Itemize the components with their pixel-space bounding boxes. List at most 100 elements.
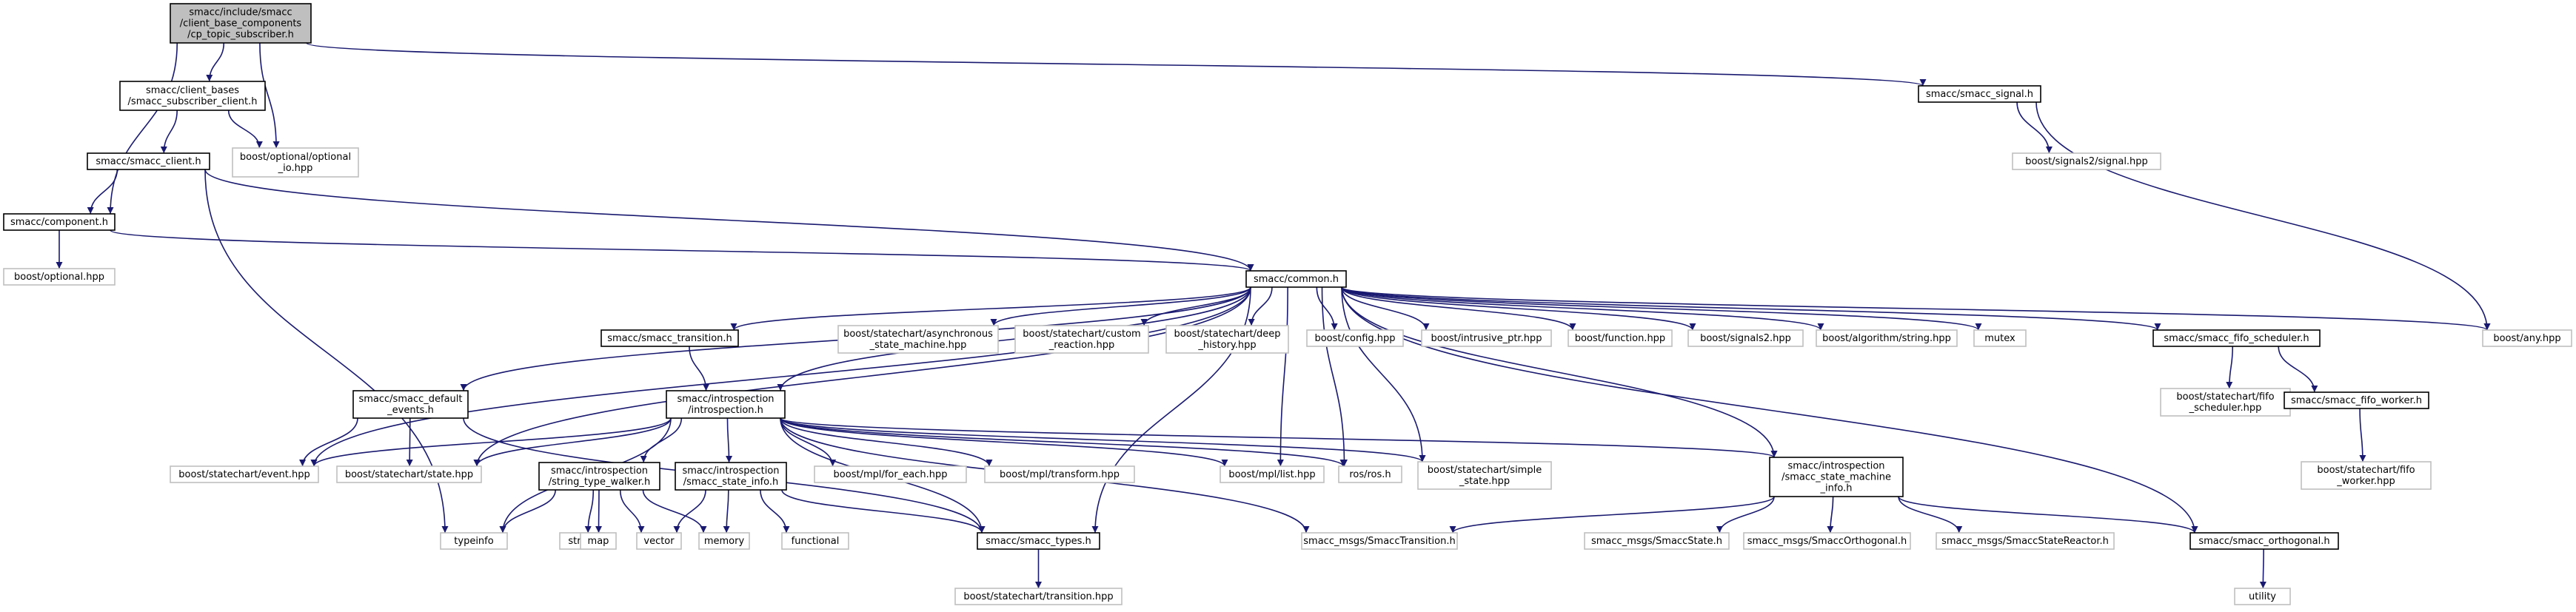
edge-common-to-transition xyxy=(730,286,1251,331)
node-typeinfo[interactable]: typeinfo xyxy=(440,532,508,550)
node-utility[interactable]: utility xyxy=(2234,588,2291,605)
node-type_walker[interactable]: smacc/introspection/string_type_walker.h xyxy=(538,462,660,491)
node-label: boost/mpl/for_each.hpp xyxy=(834,469,948,480)
node-smacc_reactor_msg[interactable]: smacc_msgs/SmaccStateReactor.h xyxy=(1936,532,2115,550)
node-label: smacc/introspection xyxy=(682,465,779,477)
node-label: memory xyxy=(704,536,745,547)
node-optional_io[interactable]: boost/optional/optional_io.hpp xyxy=(232,147,359,178)
edge-common-to-mpl_list xyxy=(1277,286,1288,467)
node-sc_fifo_worker[interactable]: boost/statechart/fifo_worker.hpp xyxy=(2301,461,2432,490)
node-box xyxy=(440,532,508,550)
node-async_sm[interactable]: boost/statechart/asynchronous_state_mach… xyxy=(837,325,999,354)
node-box xyxy=(1421,329,1552,347)
edge-state_info-to-smacc_types xyxy=(781,489,986,534)
node-map[interactable]: map xyxy=(580,532,617,550)
node-sc_transition[interactable]: boost/statechart/transition.hpp xyxy=(954,588,1123,605)
node-common[interactable]: smacc/common.h xyxy=(1245,270,1347,288)
node-subscriber_client[interactable]: smacc/client_bases/smacc_subscriber_clie… xyxy=(119,81,266,111)
node-box xyxy=(1301,532,1458,550)
node-deep_history[interactable]: boost/statechart/deep_history.hpp xyxy=(1165,325,1289,354)
node-state_hpp[interactable]: boost/statechart/state.hpp xyxy=(336,465,482,483)
node-box xyxy=(2284,391,2429,409)
node-vector[interactable]: vector xyxy=(636,532,682,550)
node-label: _state_machine.hpp xyxy=(869,340,967,351)
node-label: smacc/smacc_orthogonal.h xyxy=(2198,536,2329,547)
edge-smacc_client-to-typeinfo xyxy=(204,169,449,534)
node-label: smacc/client_bases xyxy=(146,85,239,96)
node-fifo_scheduler[interactable]: smacc/smacc_fifo_scheduler.h xyxy=(2152,329,2321,347)
node-functional[interactable]: functional xyxy=(781,532,849,550)
node-custom_reaction[interactable]: boost/statechart/custom_reaction.hpp xyxy=(1014,325,1149,354)
edge-subscriber_client-to-optional_io xyxy=(227,110,263,149)
edge-common-to-algorithm_string xyxy=(1341,286,1824,331)
node-smacc_types[interactable]: smacc/smacc_types.h xyxy=(977,532,1100,550)
node-box xyxy=(3,213,116,231)
node-box xyxy=(1584,532,1730,550)
node-mpl_transform[interactable]: boost/mpl/transform.hpp xyxy=(984,465,1135,483)
node-simple_state[interactable]: boost/statechart/simple_state.hpp xyxy=(1417,461,1552,490)
edge-type_walker-to-memory xyxy=(642,489,707,534)
node-algorithm_string[interactable]: boost/algorithm/string.hpp xyxy=(1816,329,1958,347)
node-box xyxy=(666,390,786,419)
edge-common-to-state_hpp xyxy=(473,286,1251,467)
edge-subscriber_client-to-smacc_client xyxy=(160,110,178,154)
node-label: /smacc_state_machine xyxy=(1782,472,1891,483)
node-box xyxy=(1973,329,2027,347)
node-label: utility xyxy=(2249,591,2276,602)
node-mpl_list[interactable]: boost/mpl/list.hpp xyxy=(1220,465,1325,483)
node-box xyxy=(977,532,1100,550)
node-memory[interactable]: memory xyxy=(698,532,750,550)
node-smacc_client[interactable]: smacc/smacc_client.h xyxy=(87,152,210,170)
node-function[interactable]: boost/function.hpp xyxy=(1568,329,1673,347)
node-box xyxy=(538,462,660,491)
node-label: map xyxy=(588,536,609,547)
node-box xyxy=(675,462,787,491)
edge-introspection-to-for_each xyxy=(780,417,837,467)
node-box xyxy=(87,152,210,170)
node-transition[interactable]: smacc/smacc_transition.h xyxy=(600,329,739,347)
node-any[interactable]: boost/any.hpp xyxy=(2482,329,2572,347)
edge-root-to-subscriber_client xyxy=(206,42,225,82)
node-label: _events.h xyxy=(387,405,434,416)
node-box xyxy=(1936,532,2115,550)
edge-sm_info-to-smacc_reactor_msg xyxy=(1898,496,1963,534)
node-orthogonal[interactable]: smacc/smacc_orthogonal.h xyxy=(2189,532,2339,550)
edge-common-to-smacc_types xyxy=(1091,286,1251,534)
node-label: _history.hpp xyxy=(1197,340,1256,351)
node-label: _io.hpp xyxy=(278,163,313,174)
node-smacc_signal[interactable]: smacc/smacc_signal.h xyxy=(1918,85,2041,103)
node-default_events[interactable]: smacc/smacc_default_events.h xyxy=(352,390,469,419)
node-label: mutex xyxy=(1984,333,2015,344)
node-intrusive_ptr[interactable]: boost/intrusive_ptr.hpp xyxy=(1421,329,1552,347)
edge-common-to-deep_history xyxy=(1248,286,1273,326)
node-smacc_transition_msg[interactable]: smacc_msgs/SmaccTransition.h xyxy=(1301,532,1458,550)
node-box xyxy=(781,532,849,550)
node-box xyxy=(352,390,469,419)
node-sc_fifo_scheduler[interactable]: boost/statechart/fifo_scheduler.hpp xyxy=(2160,388,2291,417)
node-box xyxy=(984,465,1135,483)
node-component[interactable]: smacc/component.h xyxy=(3,213,116,231)
node-state_info[interactable]: smacc/introspection/smacc_state_info.h xyxy=(675,462,787,491)
node-signals2[interactable]: boost/signals2.hpp xyxy=(1687,329,1804,347)
node-config[interactable]: boost/config.hpp xyxy=(1306,329,1404,347)
node-box xyxy=(580,532,617,550)
node-introspection[interactable]: smacc/introspection/introspection.h xyxy=(666,390,786,419)
node-label: smacc/introspection xyxy=(1787,461,1884,472)
node-mutex[interactable]: mutex xyxy=(1973,329,2027,347)
edge-common-to-ros_h xyxy=(1321,286,1348,467)
edge-sm_info-to-smacc_orthogonal_msg xyxy=(1827,496,1834,534)
node-ros_h[interactable]: ros/ros.h xyxy=(1338,465,1402,483)
node-box xyxy=(2012,152,2161,170)
node-signal_hpp[interactable]: boost/signals2/signal.hpp xyxy=(2012,152,2161,170)
node-label: _reaction.hpp xyxy=(1048,340,1114,351)
node-sm_info[interactable]: smacc/introspection/smacc_state_machine_… xyxy=(1769,457,1904,497)
node-for_each[interactable]: boost/mpl/for_each.hpp xyxy=(814,465,967,483)
node-boost_optional[interactable]: boost/optional.hpp xyxy=(3,268,116,286)
node-event_hpp[interactable]: boost/statechart/event.hpp xyxy=(170,465,319,483)
node-label: smacc/smacc_default xyxy=(358,394,462,405)
node-smacc_state_msg[interactable]: smacc_msgs/SmaccState.h xyxy=(1584,532,1730,550)
node-fifo_worker[interactable]: smacc/smacc_fifo_worker.h xyxy=(2284,391,2429,409)
edge-introspection-to-state_info xyxy=(726,417,733,463)
node-smacc_orthogonal_msg[interactable]: smacc_msgs/SmaccOrthogonal.h xyxy=(1743,532,1911,550)
node-label: _state.hpp xyxy=(1459,476,1510,487)
